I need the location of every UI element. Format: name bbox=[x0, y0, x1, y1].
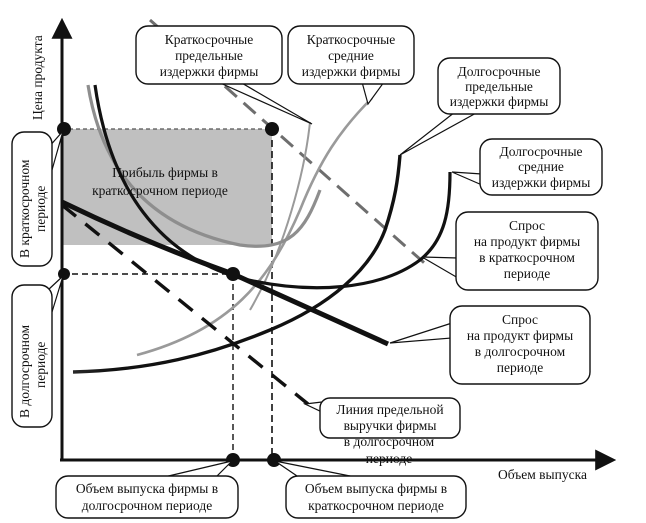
callout-long-run-marginal-cost: Долгосрочные предельные издержки фирмы bbox=[399, 57, 561, 156]
svg-text:предельные: предельные bbox=[175, 48, 243, 63]
marginal-revenue-line bbox=[60, 203, 310, 406]
callout-short-run-demand: Спрос на продукт фирмы в краткосрочном п… bbox=[421, 211, 599, 291]
profit-label-line1: Прибыль фирмы в bbox=[112, 165, 218, 180]
svg-text:периоде: периоде bbox=[504, 266, 550, 281]
svg-text:в долгосрочном: в долгосрочном bbox=[475, 344, 566, 359]
svg-text:издержки фирмы: издержки фирмы bbox=[492, 175, 591, 190]
short-run-average-cost-curve bbox=[86, 84, 322, 248]
x-axis-label: Объем выпуска bbox=[498, 467, 587, 482]
long-run-marginal-cost-curve bbox=[72, 154, 402, 374]
callout-price-long-run: В долгосрочном периоде bbox=[11, 274, 65, 428]
svg-text:В долгосрочном: В долгосрочном bbox=[17, 325, 32, 418]
svg-text:средние: средние bbox=[518, 159, 564, 174]
svg-text:в краткосрочном: в краткосрочном bbox=[479, 250, 575, 265]
profit-area bbox=[62, 129, 272, 245]
svg-text:периоде: периоде bbox=[33, 186, 48, 232]
svg-text:периоде: периоде bbox=[497, 360, 543, 375]
short-run-price-point bbox=[57, 122, 71, 136]
svg-text:В краткосрочном: В краткосрочном bbox=[17, 159, 32, 258]
long-run-average-cost-curve bbox=[93, 84, 452, 290]
profit-label-line2: краткосрочном периоде bbox=[92, 183, 228, 198]
svg-text:периоде: периоде bbox=[366, 451, 412, 466]
callout-qty-long-run: Объем выпуска фирмы в долгосрочном перио… bbox=[55, 459, 239, 519]
svg-text:Спрос: Спрос bbox=[509, 218, 545, 233]
callout-price-short-run: В краткосрочном периоде bbox=[11, 130, 64, 267]
svg-text:издержки фирмы: издержки фирмы bbox=[450, 94, 549, 109]
svg-text:Долгосрочные: Долгосрочные bbox=[457, 64, 540, 79]
callout-long-run-demand: Спрос на продукт фирмы в долгосрочном пе… bbox=[389, 305, 591, 385]
callout-marginal-revenue: в долгосрочном периоде Линия предельной … bbox=[302, 397, 461, 466]
svg-text:периоде: периоде bbox=[33, 342, 48, 388]
long-run-equilibrium-point bbox=[226, 267, 240, 281]
svg-text:издержки фирмы: издержки фирмы bbox=[160, 64, 259, 79]
callout-short-run-average-cost: Краткосрочные средние издержки фирмы bbox=[287, 25, 415, 106]
y-axis-label: Цена продукта bbox=[30, 35, 45, 120]
svg-text:долгосрочном периоде: долгосрочном периоде bbox=[82, 498, 212, 513]
svg-text:на продукт фирмы: на продукт фирмы bbox=[474, 234, 580, 249]
long-run-demand-curve bbox=[60, 199, 390, 347]
svg-text:издержки фирмы: издержки фирмы bbox=[302, 64, 401, 79]
short-run-equilibrium-point bbox=[265, 122, 279, 136]
svg-text:Долгосрочные: Долгосрочные bbox=[499, 144, 582, 159]
svg-text:средние: средние bbox=[328, 48, 374, 63]
svg-text:краткосрочном периоде: краткосрочном периоде bbox=[308, 498, 444, 513]
svg-text:на продукт фирмы: на продукт фирмы bbox=[467, 328, 573, 343]
callout-short-run-marginal-cost: Краткосрочные предельные издержки фирмы bbox=[135, 25, 313, 125]
short-run-qty-point bbox=[267, 453, 281, 467]
long-run-price-point bbox=[58, 268, 70, 280]
svg-text:выручки фирмы: выручки фирмы bbox=[344, 418, 437, 433]
svg-text:предельные: предельные bbox=[465, 79, 533, 94]
svg-text:Линия предельной: Линия предельной bbox=[336, 402, 443, 417]
svg-text:Краткосрочные: Краткосрочные bbox=[165, 32, 253, 47]
callout-qty-short-run: Объем выпуска фирмы в краткосрочном пери… bbox=[274, 460, 467, 519]
short-run-marginal-cost-curve bbox=[136, 97, 373, 357]
svg-text:Спрос: Спрос bbox=[502, 312, 538, 327]
svg-text:Краткосрочные: Краткосрочные bbox=[307, 32, 395, 47]
svg-text:Объем выпуска фирмы в: Объем выпуска фирмы в bbox=[76, 481, 218, 496]
callout-long-run-average-cost: Долгосрочные средние издержки фирмы bbox=[451, 138, 603, 196]
svg-text:Объем выпуска фирмы в: Объем выпуска фирмы в bbox=[305, 481, 447, 496]
